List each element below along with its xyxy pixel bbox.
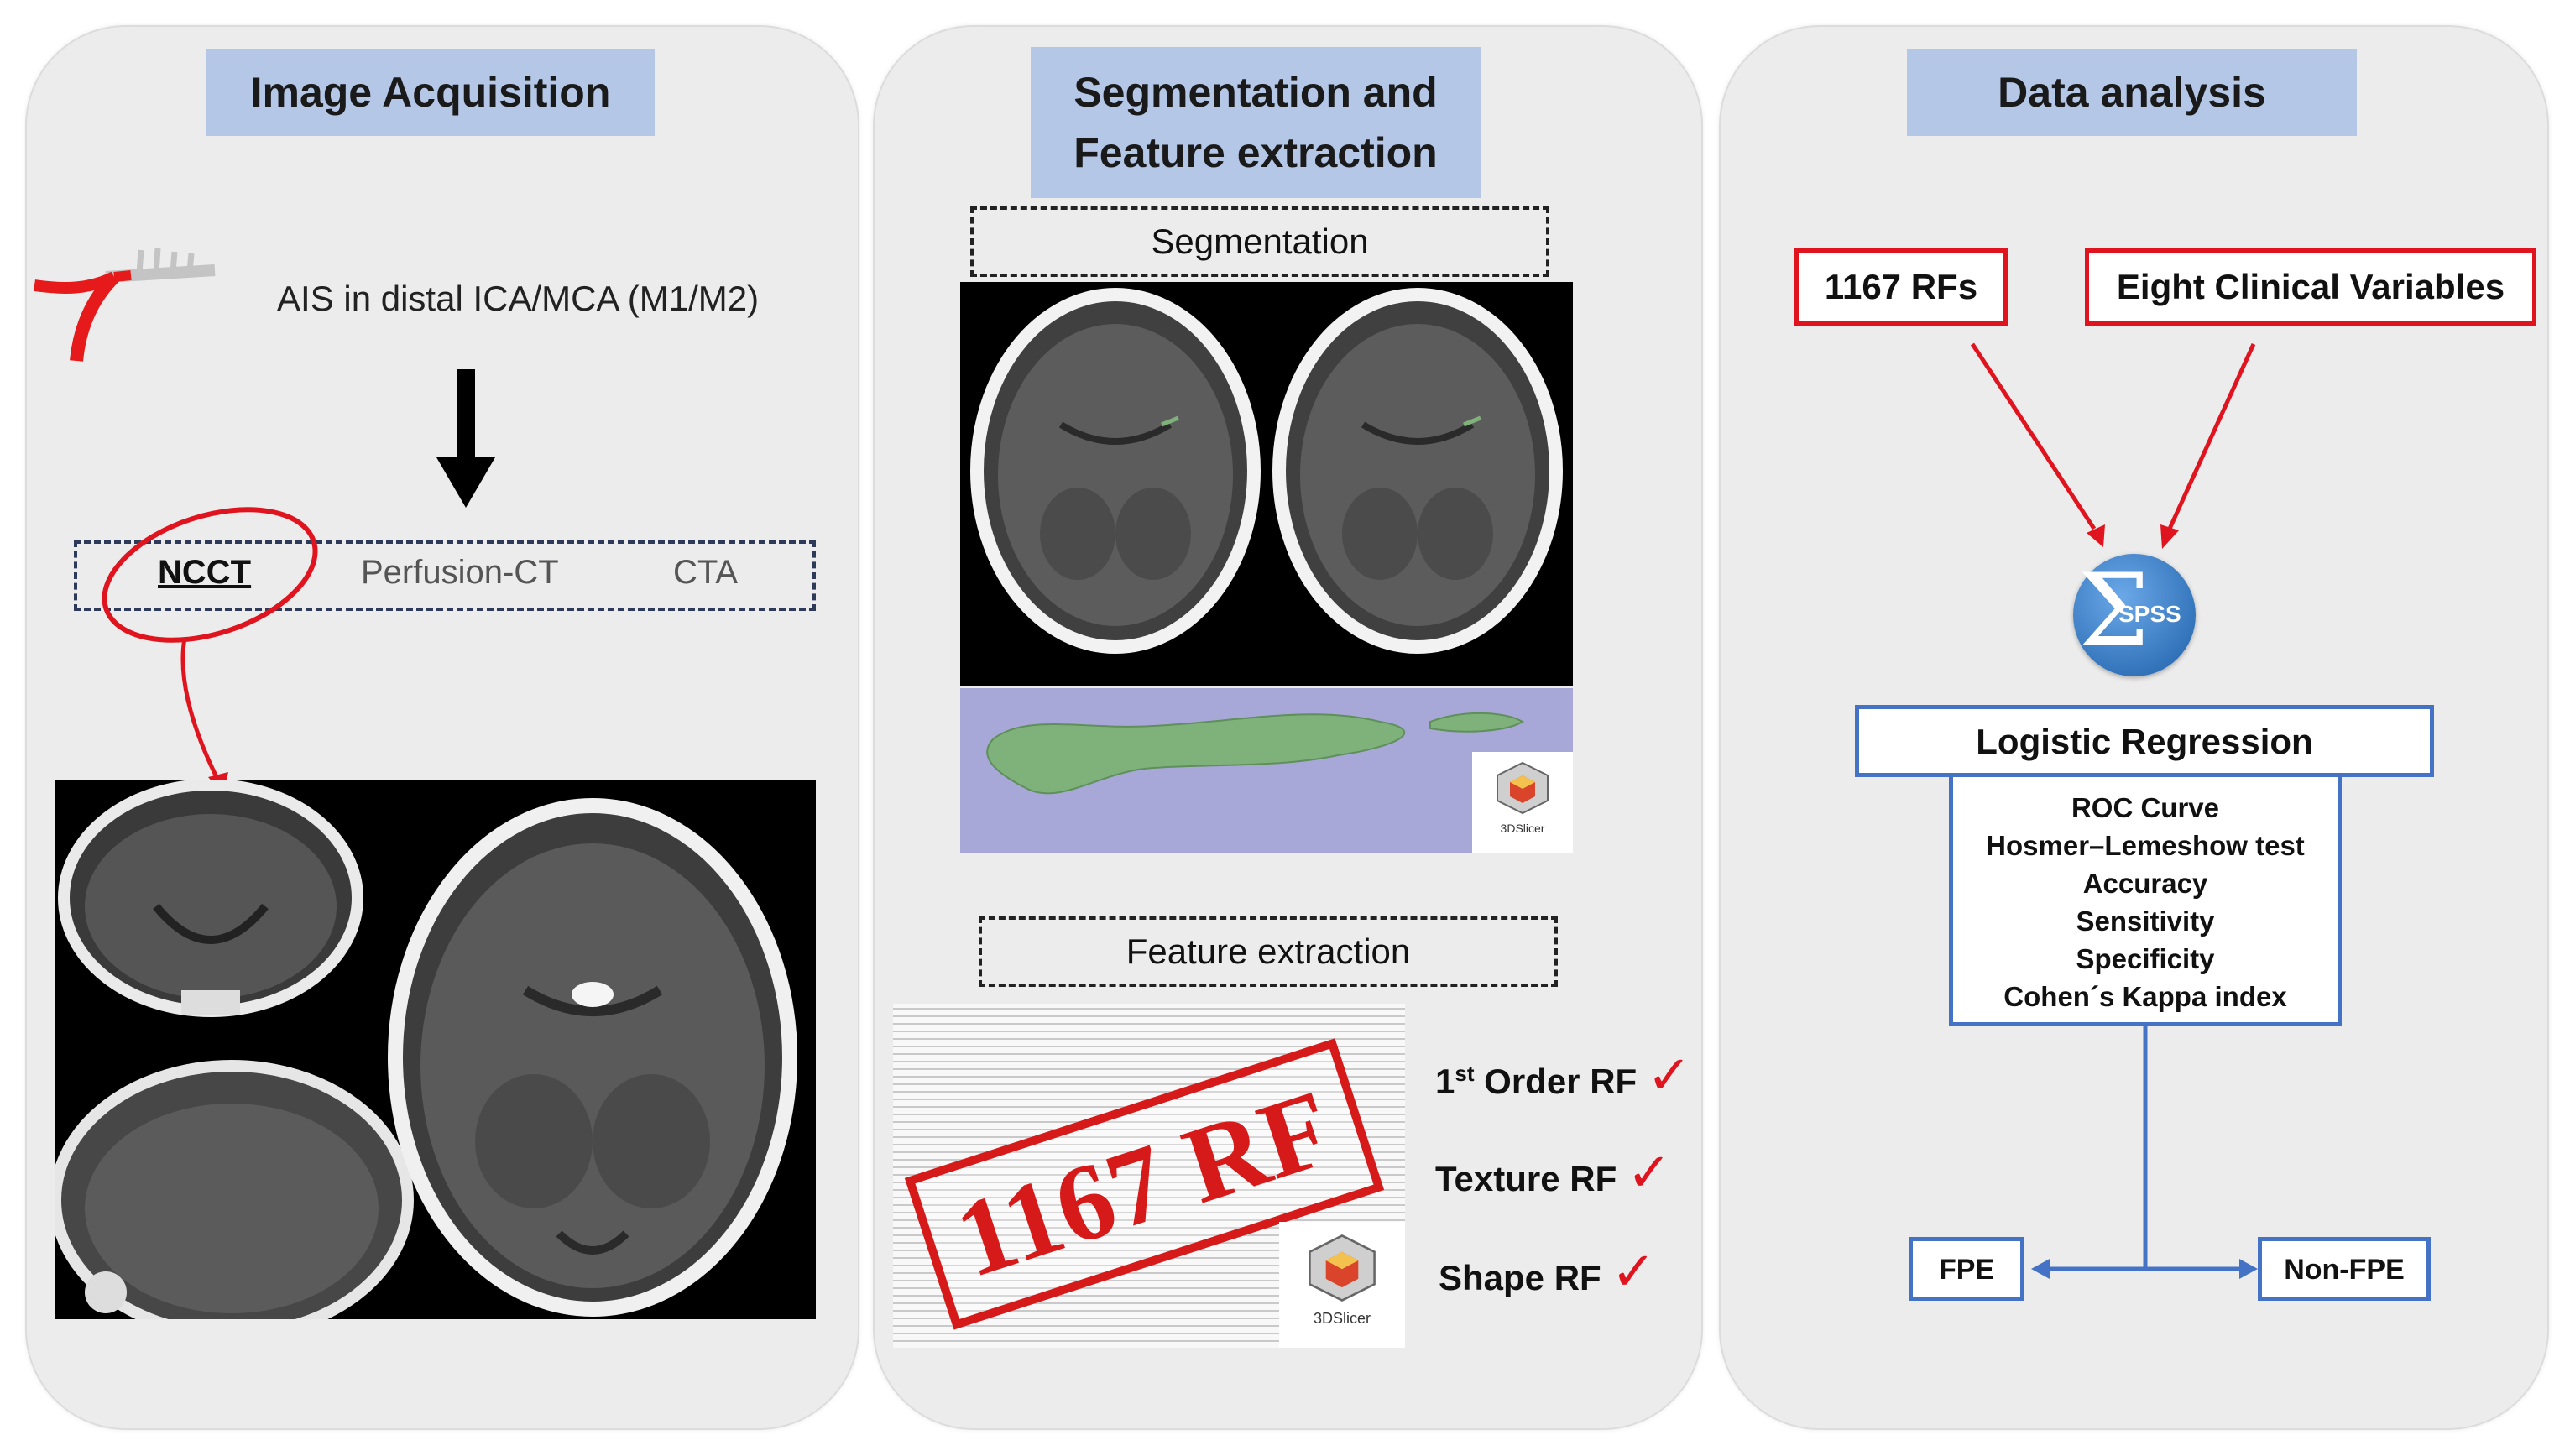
rf-count-box: 1167 RFs — [1794, 248, 2008, 326]
ncct-montage-image — [55, 780, 816, 1319]
metric-specificity: Specificity — [2076, 943, 2215, 974]
modality-perfusion-ct: Perfusion-CT — [361, 554, 559, 591]
outcome-non-fpe-box: Non-FPE — [2258, 1237, 2431, 1301]
occlusion-location-label: AIS in distal ICA/MCA (M1/M2) — [277, 279, 760, 318]
segmentation-3d-render: 3DSlicer — [960, 688, 1573, 853]
ncct-highlight-arrow — [102, 507, 318, 796]
clinical-variables-box: Eight Clinical Variables — [2085, 248, 2536, 326]
metric-sensitivity: Sensitivity — [2076, 905, 2215, 937]
segmentation-title-line2: Feature extraction — [1073, 129, 1438, 176]
metric-accuracy: Accuracy — [2082, 868, 2208, 899]
feature-table-image: 1167 RF 3DSlicer — [893, 1004, 1405, 1348]
modality-cta: CTA — [673, 554, 739, 591]
rf-type-first-order-num: 1 — [1435, 1062, 1455, 1101]
artery-icon — [34, 248, 216, 362]
slicer-logo-large: 3DSlicer — [1279, 1222, 1405, 1348]
outcome-connector — [2031, 1025, 2258, 1279]
segmentation-label-box — [970, 206, 1549, 277]
check-icon: ✓ — [1646, 1045, 1692, 1105]
inputs-to-spss-arrows — [1970, 342, 2256, 549]
feature-extraction-label-box — [979, 916, 1558, 987]
metric-hosmer-lemeshow: Hosmer–Lemeshow test — [1986, 830, 2305, 861]
rf-type-first-order-sup: st — [1455, 1061, 1475, 1086]
spss-label: SPSS — [2118, 601, 2181, 627]
slicer-cube-icon — [1497, 761, 1549, 815]
down-arrow — [436, 369, 495, 508]
metric-kappa: Cohen´s Kappa index — [2003, 981, 2287, 1012]
segmentation-title-line1: Segmentation and — [1073, 69, 1438, 116]
segmentation-label: Segmentation — [1151, 222, 1369, 261]
data-analysis-title: Data analysis — [1907, 49, 2357, 136]
outcome-fpe-box: FPE — [1909, 1237, 2024, 1301]
metrics-box: ROC Curve Hosmer–Lemeshow test Accuracy … — [1949, 773, 2342, 1026]
feature-extraction-label: Feature extraction — [1126, 932, 1411, 971]
segmentation-title: Segmentation and Feature extraction — [1031, 47, 1481, 198]
image-acquisition-title: Image Acquisition — [206, 49, 655, 136]
sigma-icon: Σ — [2078, 553, 2150, 670]
slicer-label-small: 3DSlicer — [1500, 822, 1545, 835]
rf-type-shape-text: Shape RF — [1439, 1258, 1601, 1297]
spss-logo: Σ SPSS — [2073, 554, 2196, 676]
slicer-logo-small: 3DSlicer — [1472, 752, 1573, 853]
rf-type-first-order: 1st Order RF ✓ — [1435, 1044, 1691, 1107]
slicer-cube-icon-large — [1309, 1234, 1376, 1302]
modalities-box — [74, 540, 816, 611]
rf-type-first-order-text: Order RF — [1474, 1062, 1638, 1101]
slicer-label-large: 3DSlicer — [1313, 1310, 1371, 1327]
rf-type-texture-text: Texture RF — [1435, 1159, 1617, 1198]
segmentation-ct-image — [960, 282, 1573, 686]
check-icon: ✓ — [1626, 1142, 1672, 1203]
metric-roc-curve: ROC Curve — [2071, 792, 2220, 823]
check-icon: ✓ — [1611, 1241, 1656, 1302]
modality-ncct: NCCT — [158, 554, 252, 591]
logistic-regression-box: Logistic Regression — [1855, 705, 2434, 777]
rf-type-texture: Texture RF ✓ — [1435, 1141, 1672, 1204]
rf-type-shape: Shape RF ✓ — [1439, 1240, 1656, 1303]
